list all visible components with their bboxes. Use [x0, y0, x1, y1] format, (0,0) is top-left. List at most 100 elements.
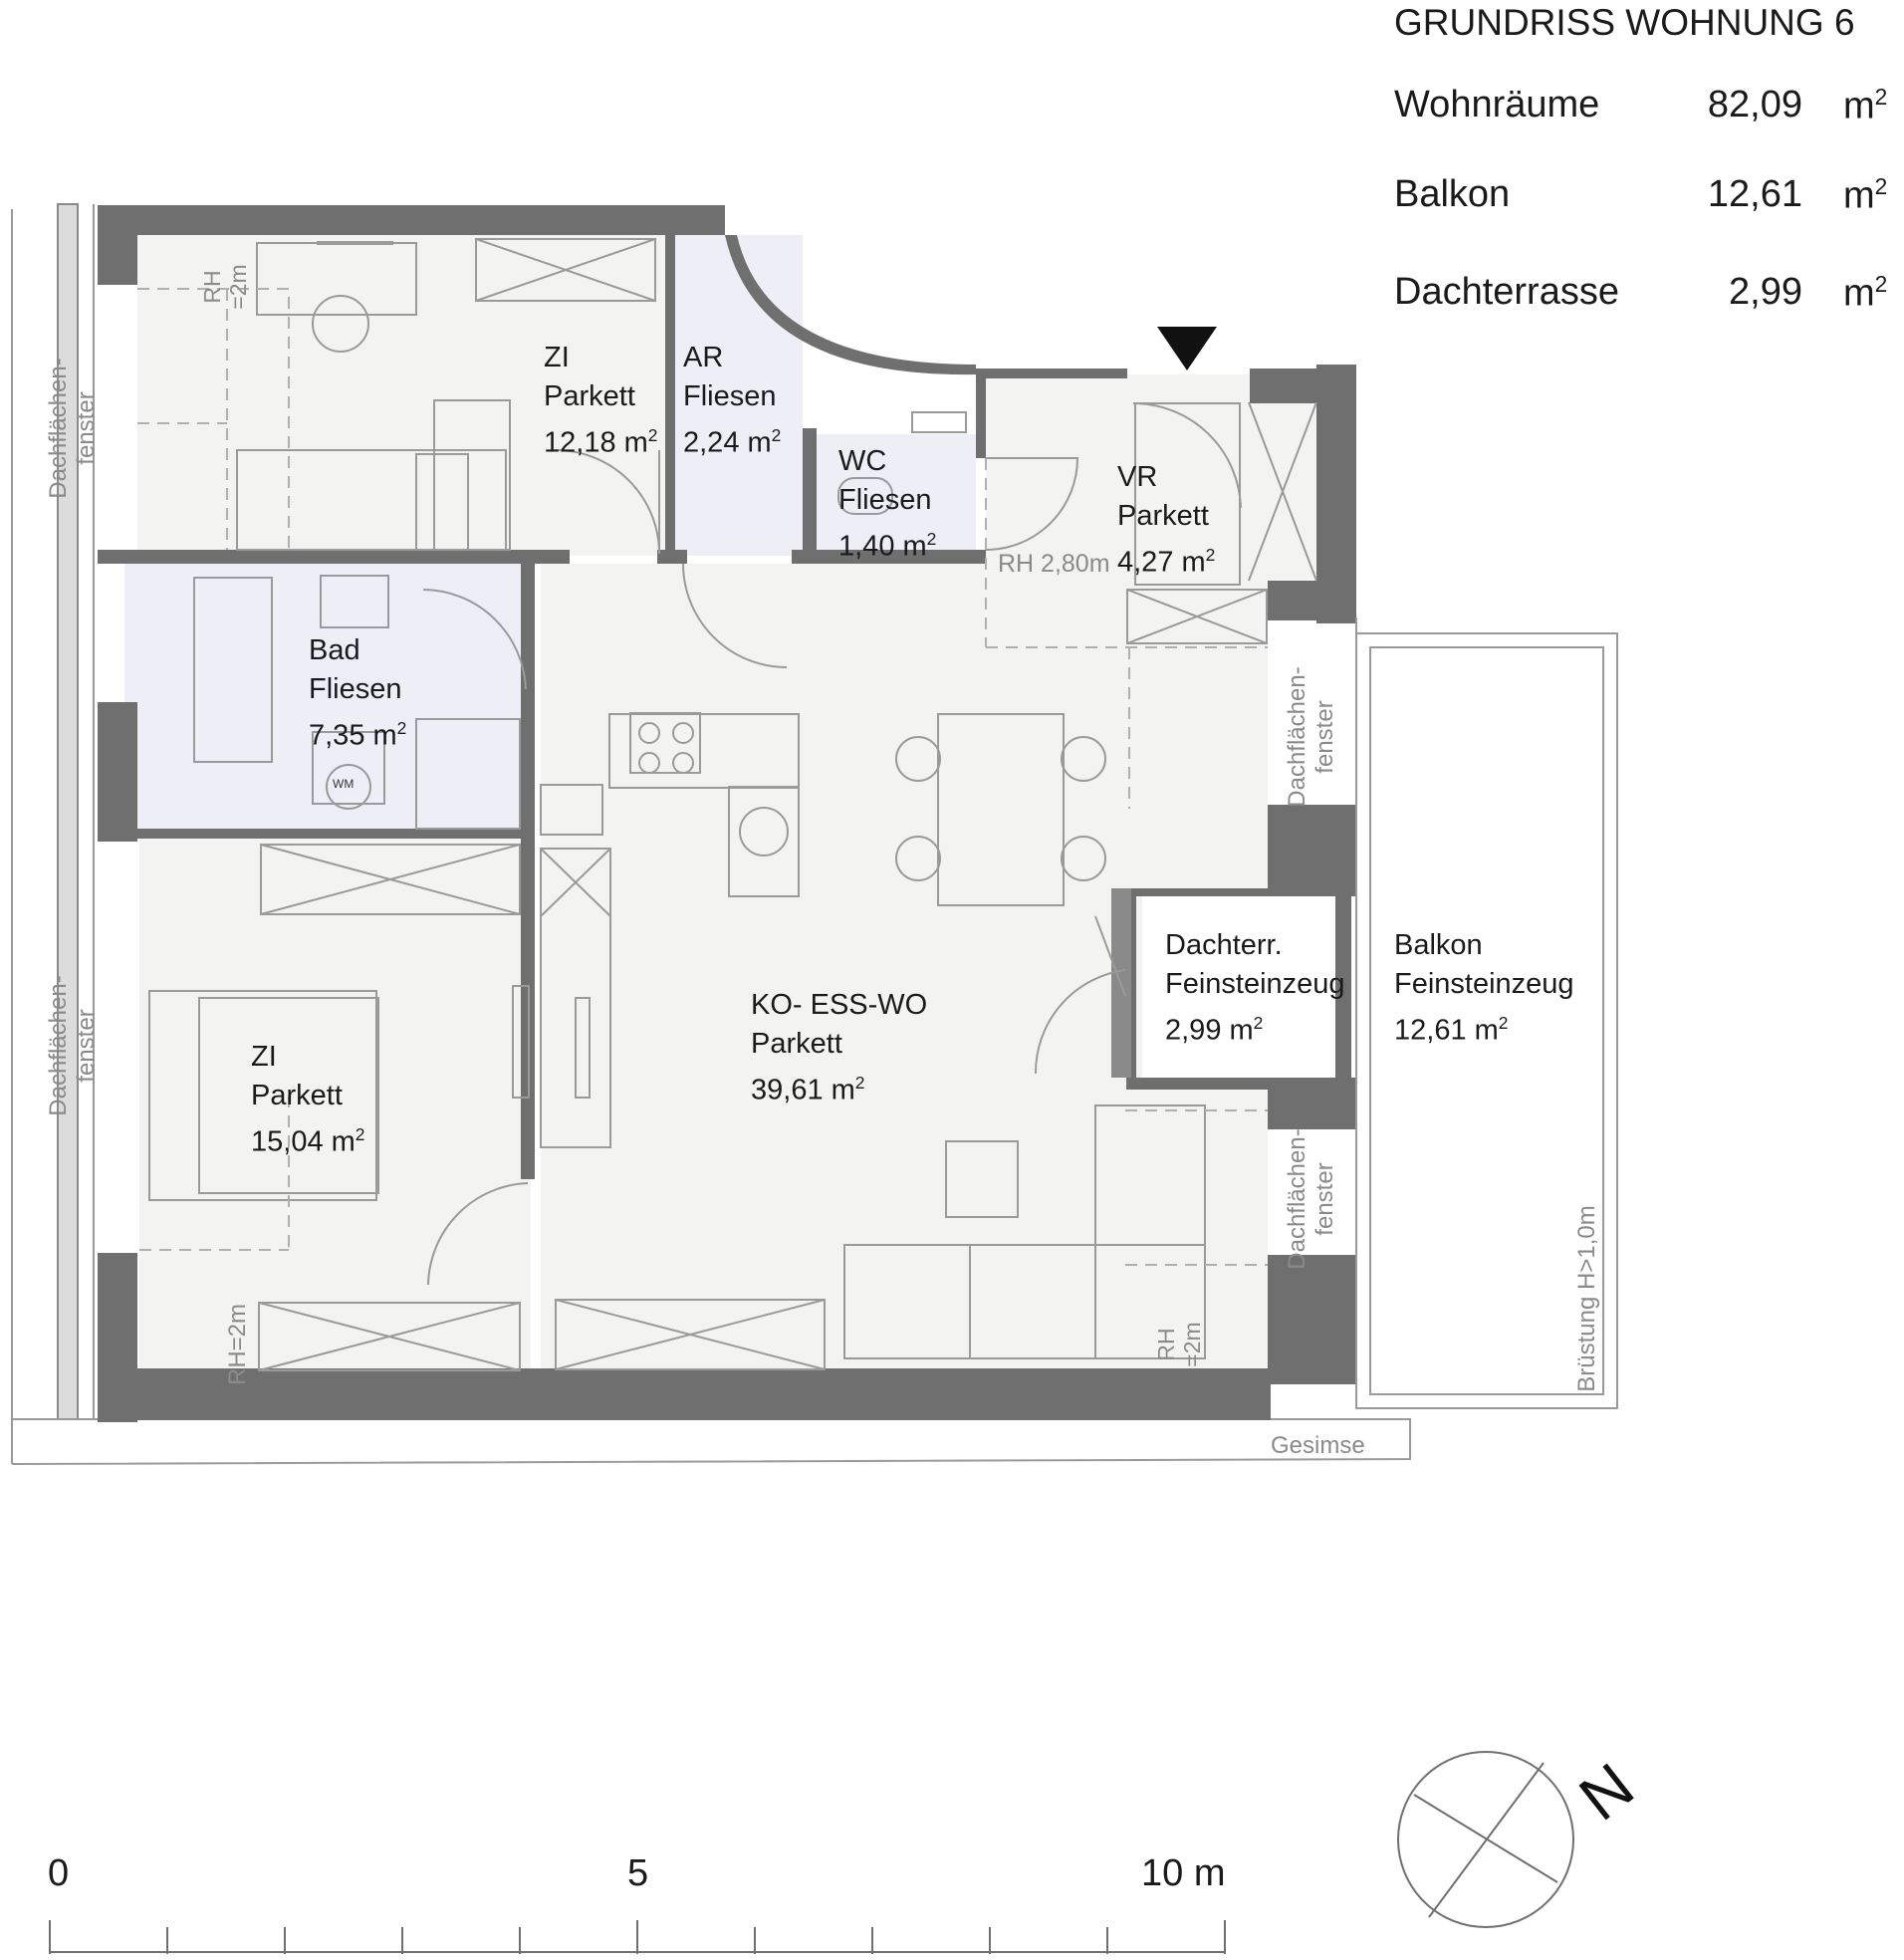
unit-text: m [1843, 174, 1875, 217]
room-label-wc: WC Fliesen 1,40 m2 [838, 442, 936, 567]
note-line: RH [1153, 1328, 1179, 1361]
scale-label-5: 5 [627, 1852, 649, 1894]
furniture [148, 238, 1317, 1371]
room-area: 12,61 m2 [1394, 1004, 1574, 1051]
unit-text: m [1843, 272, 1875, 315]
area-text: 1,40 m [838, 530, 927, 563]
area-text: 4,27 m [1117, 546, 1206, 579]
dashed-lines [137, 288, 1268, 1266]
area-exp: 2 [1205, 545, 1216, 565]
note-line: Dachflächen- [45, 975, 72, 1116]
room-floor: Parkett [544, 380, 635, 412]
area-exp: 2 [1253, 1013, 1264, 1033]
room-area: 39,61 m2 [751, 1064, 927, 1110]
area-exp: 2 [1498, 1013, 1509, 1033]
area-exp: 2 [355, 1124, 365, 1144]
ceiling-height-note-wohnen: RH =2m [1153, 1305, 1205, 1384]
area-text: 2,99 m [1165, 1014, 1254, 1047]
room-label-vr: VR Parkett 4,27 m2 [1117, 458, 1215, 583]
room-name: VR [1117, 461, 1158, 493]
header-label-balkon: Balkon [1394, 173, 1511, 215]
note-line: Dachflächen- [1284, 1128, 1310, 1270]
ceiling-height-note-vr: RH 2,80m [998, 550, 1110, 578]
skylight-label-1: Dachflächen- fenster [45, 344, 101, 513]
unit-exp: 2 [1874, 84, 1888, 110]
area-exp: 2 [854, 1073, 865, 1093]
room-name: ZI [251, 1041, 277, 1073]
room-floor: Parkett [251, 1080, 343, 1111]
room-label-zi-1: ZI Parkett 12,18 m2 [544, 339, 657, 463]
unit-exp: 2 [1874, 271, 1888, 297]
header-unit-balkon: m2 [1843, 173, 1887, 218]
room-floor: Parkett [751, 1028, 842, 1060]
header-label-dachterrasse: Dachterrasse [1394, 271, 1619, 313]
facade-left [11, 203, 95, 1464]
room-floor: Feinsteinzeug [1394, 968, 1574, 1000]
area-text: 2,24 m [683, 426, 772, 459]
area-text: 7,35 m [309, 719, 397, 752]
skylight-label-3: Dachflächen- fenster [1284, 652, 1339, 822]
room-name: AR [683, 342, 724, 373]
room-label-bad: Bad Fliesen 7,35 m2 [309, 631, 406, 756]
note-line: =2m [1179, 1322, 1205, 1367]
note-line: fenster [73, 391, 100, 465]
ceiling-height-note-zi2: RH=2m [224, 1303, 251, 1385]
area-exp: 2 [926, 529, 937, 549]
room-name: ZI [544, 342, 570, 373]
note-line: fenster [1311, 700, 1338, 774]
room-area: 1,40 m2 [838, 520, 936, 567]
header-unit-dachterrasse: m2 [1843, 271, 1887, 316]
note-line: =2m [225, 264, 251, 310]
room-area: 2,24 m2 [683, 416, 781, 463]
room-area: 15,04 m2 [251, 1115, 364, 1162]
room-label-ko-ess-wo: KO- ESS-WO Parkett 39,61 m2 [751, 986, 927, 1110]
area-exp: 2 [771, 425, 782, 445]
area-text: 12,61 m [1394, 1014, 1499, 1047]
room-name: Balkon [1394, 929, 1483, 961]
floor-areas [124, 235, 1353, 1371]
header-value-balkon: 12,61 [1707, 173, 1802, 215]
room-area: 7,35 m2 [309, 709, 406, 756]
room-floor: Fliesen [683, 380, 777, 412]
scale-label-10: 10 m [1141, 1852, 1226, 1894]
entrance-arrow [1157, 327, 1217, 370]
scale-bar [49, 1920, 1226, 1954]
note-line: fenster [1311, 1162, 1338, 1236]
room-name: Bad [309, 634, 360, 666]
room-area: 2,99 m2 [1165, 1004, 1345, 1051]
header-value-dachterrasse: 2,99 [1729, 271, 1802, 313]
area-text: 39,61 m [751, 1074, 855, 1106]
room-floor: Fliesen [838, 484, 932, 516]
note-line: fenster [73, 1009, 100, 1083]
unit-exp: 2 [1874, 173, 1888, 199]
balcony [1355, 617, 1618, 1409]
room-area: 12,18 m2 [544, 416, 657, 463]
area-text: 15,04 m [251, 1125, 356, 1158]
room-label-ar: AR Fliesen 2,24 m2 [683, 339, 781, 463]
note-line: Dachflächen- [45, 358, 72, 499]
room-floor: Parkett [1117, 500, 1209, 532]
room-area: 4,27 m2 [1117, 536, 1215, 583]
skylight-label-4: Dachflächen- fenster [1284, 1114, 1339, 1284]
area-exp: 2 [396, 718, 407, 738]
skylight-label-2: Dachflächen- fenster [45, 961, 101, 1130]
ceiling-height-note: RH =2m [199, 237, 251, 337]
gesimse-label: Gesimse [1271, 1432, 1365, 1459]
header-unit-wohnraeume: m2 [1843, 84, 1887, 128]
room-name: KO- ESS-WO [751, 989, 928, 1021]
washing-machine-label: WM [333, 777, 355, 791]
unit-text: m [1843, 85, 1875, 127]
scale-label-0: 0 [48, 1852, 70, 1894]
header-label-wohnraeume: Wohnräume [1394, 84, 1600, 125]
page-title: GRUNDRISS WOHNUNG 6 [1394, 2, 1855, 43]
room-label-dachterr: Dachterr. Feinsteinzeug 2,99 m2 [1165, 926, 1345, 1051]
room-name: WC [838, 445, 887, 477]
gesimse-outline [11, 1418, 1411, 1465]
room-floor: Feinsteinzeug [1165, 968, 1345, 1000]
area-exp: 2 [647, 425, 658, 445]
room-floor: Fliesen [309, 673, 402, 705]
north-compass [1397, 1751, 1574, 1928]
walls [98, 205, 1356, 1422]
room-name: Dachterr. [1165, 929, 1283, 961]
